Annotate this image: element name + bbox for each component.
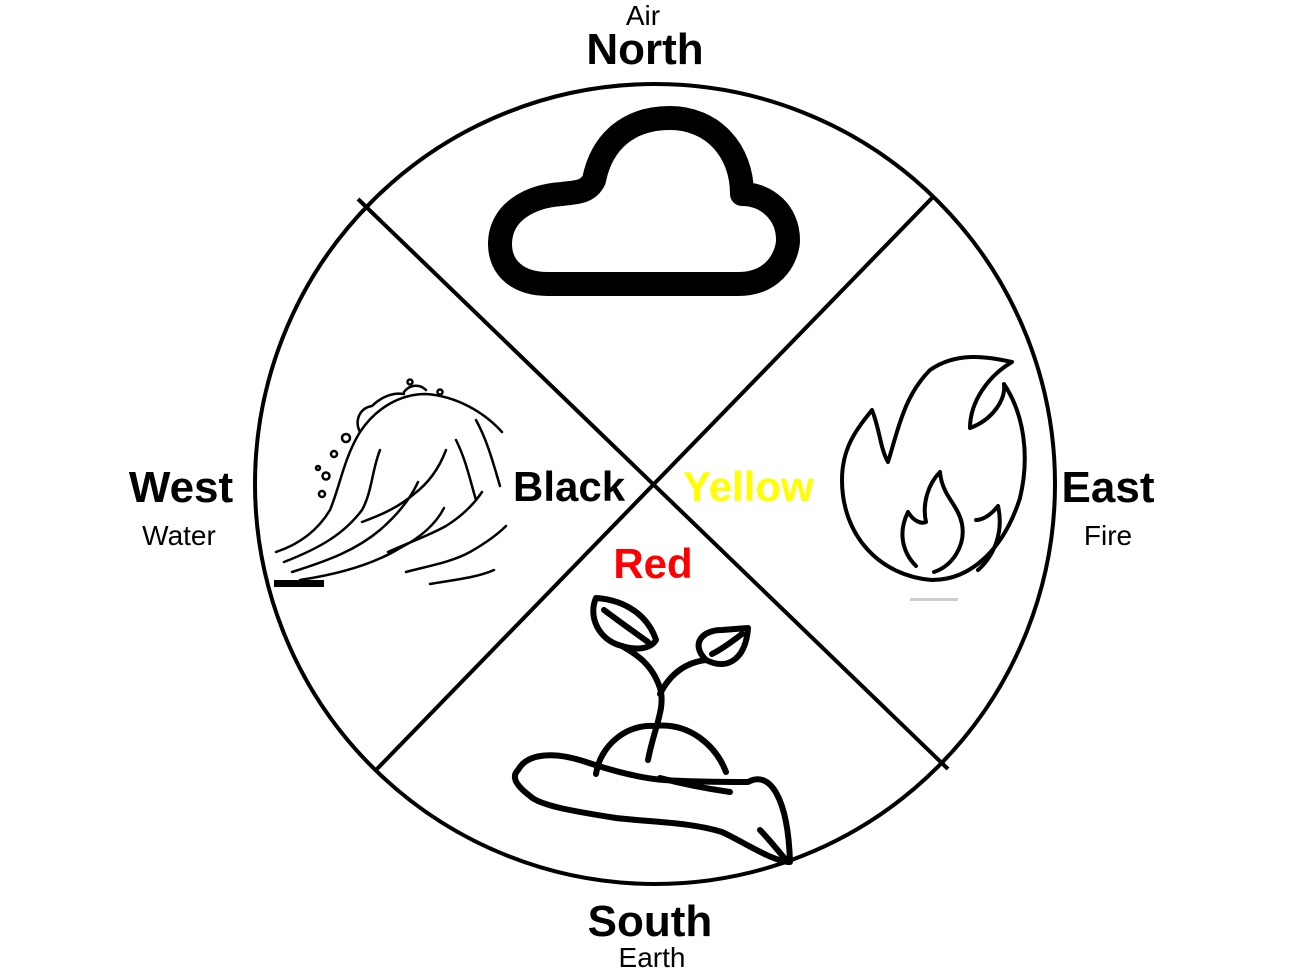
color-label-black: Black xyxy=(513,463,626,510)
south-direction-label: South xyxy=(587,897,713,946)
east-element-label: Fire xyxy=(1083,520,1133,551)
color-label-red: Red xyxy=(613,540,693,587)
east-direction-label: East xyxy=(1061,463,1155,512)
west-direction-label: West xyxy=(128,463,234,512)
west-element-label: Water xyxy=(142,520,216,551)
flame-icon xyxy=(840,355,1027,601)
divider-ne-sw xyxy=(374,196,934,772)
south-element-label: Earth xyxy=(618,942,686,973)
color-label-yellow: Yellow xyxy=(683,463,814,510)
hand-sprout-icon xyxy=(511,595,793,865)
wave-icon xyxy=(274,378,508,587)
north-element-label: Air xyxy=(625,0,661,31)
cloud-icon xyxy=(488,106,800,296)
north-direction-label: North xyxy=(586,25,704,74)
